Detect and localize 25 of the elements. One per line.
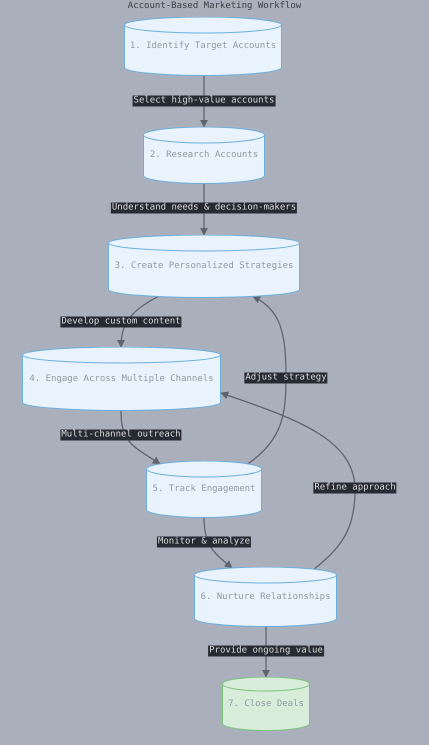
cylinder-node	[22, 347, 221, 411]
step-label: 7. Close Deals	[228, 698, 304, 710]
step-label: 4. Engage Across Multiple Channels	[29, 374, 214, 384]
edge-label: Select high-value accounts	[132, 96, 276, 106]
edge-label: Multi-channel outreach	[60, 430, 182, 440]
arrow	[220, 392, 356, 570]
step-label: 3. Create Personalized Strategies	[114, 261, 294, 272]
cylinder-node	[194, 567, 337, 627]
cylinder-node	[108, 235, 300, 298]
cylinder-node	[222, 677, 310, 731]
edge-label: Understand needs & decision-makers	[110, 202, 298, 214]
edge-label: Develop custom content	[60, 316, 182, 328]
edge-label: Provide ongoing value	[208, 646, 324, 656]
step-label: 2. Research Accounts	[150, 150, 258, 161]
cylinder-node	[146, 461, 262, 518]
step-label: 1. Identify Target Accounts	[130, 41, 276, 52]
edge-label: Refine approach	[313, 482, 397, 494]
step-label: 6. Nurture Relationships	[200, 592, 331, 602]
step-label: 5. Track Engagement	[152, 484, 256, 495]
arrow	[248, 296, 287, 464]
cylinder-node	[143, 127, 265, 184]
cylinder-node	[124, 17, 282, 76]
edge-label: Adjust strategy	[244, 372, 328, 384]
diagram-title: Account-Based Marketing Workflow	[128, 1, 302, 12]
edge-label: Monitor & analyze	[156, 536, 252, 548]
